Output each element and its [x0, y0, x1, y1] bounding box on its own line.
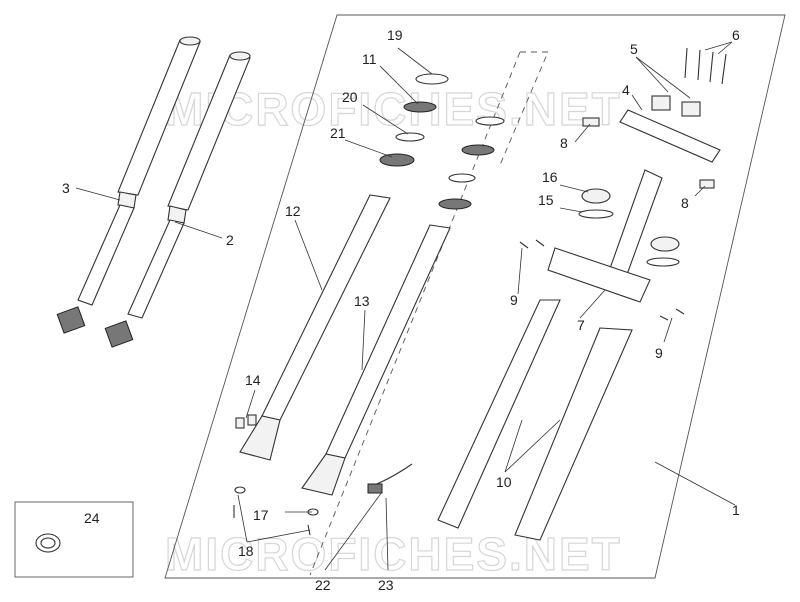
fork-tube-13 — [301, 224, 451, 496]
fork-leg-2 — [104, 51, 251, 348]
callout-14: 14 — [245, 372, 261, 388]
callout-12: 12 — [285, 203, 301, 219]
callout-3: 3 — [62, 180, 70, 196]
callout-11: 11 — [362, 51, 377, 67]
callout-8b: 8 — [681, 195, 689, 211]
callout-13: 13 — [354, 293, 370, 309]
callout-17: 17 — [253, 507, 269, 523]
callout-18: 18 — [238, 543, 254, 559]
lower-triple-clamp — [519, 169, 685, 321]
callout-4: 4 — [622, 82, 630, 98]
assembly-frame — [164, 14, 786, 579]
callout-1: 1 — [732, 502, 740, 518]
seal-stack — [379, 73, 505, 210]
callout-2: 2 — [226, 232, 234, 248]
dashed-axis-left — [309, 51, 521, 576]
hose-clamp-24 — [35, 533, 61, 553]
small-hardware — [233, 414, 413, 536]
watermark-bottom: MICROFICHES.NET — [165, 528, 622, 580]
callout-21: 21 — [330, 125, 346, 141]
callout-20: 20 — [342, 89, 358, 105]
callout-23: 23 — [378, 577, 394, 593]
callout-22: 22 — [315, 577, 331, 593]
callout-5: 5 — [630, 41, 638, 57]
callout-15: 15 — [538, 192, 554, 208]
callout-16: 16 — [542, 169, 558, 185]
callout-6: 6 — [732, 27, 740, 43]
callout-10: 10 — [496, 474, 512, 490]
callout-9a: 9 — [510, 292, 518, 308]
callout-7: 7 — [577, 317, 585, 333]
dashed-axis-right — [499, 51, 549, 166]
callout-24: 24 — [84, 510, 100, 526]
fork-covers — [437, 299, 633, 541]
watermark-top: MICROFICHES.NET — [165, 83, 622, 135]
leader-lines — [75, 41, 736, 571]
fork-tube-12 — [239, 194, 391, 461]
callout-8a: 8 — [560, 135, 568, 151]
callout-9b: 9 — [655, 345, 663, 361]
upper-triple-clamp — [582, 47, 727, 189]
callout-19: 19 — [387, 27, 403, 43]
fork-leg-3 — [56, 36, 201, 334]
inset-box-24 — [14, 501, 134, 578]
